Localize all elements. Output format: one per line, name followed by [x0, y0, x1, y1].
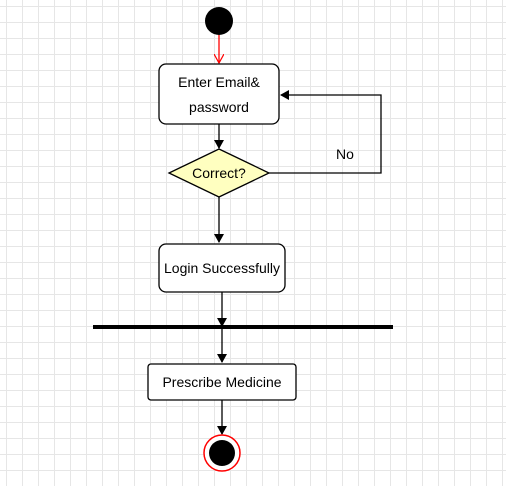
fork-join-bar[interactable]: [93, 325, 393, 329]
enter-credentials-node[interactable]: Enter Email& password: [158, 63, 280, 125]
prescribe-label: Prescribe Medicine: [162, 374, 281, 390]
decision-label: Correct?: [192, 165, 246, 181]
edge-no-loop: [269, 90, 382, 174]
correct-decision-node[interactable]: Correct?: [167, 148, 271, 198]
start-node[interactable]: [205, 7, 233, 35]
no-label: No: [336, 146, 354, 162]
prescribe-medicine-node[interactable]: Prescribe Medicine: [147, 363, 297, 401]
enter-credentials-label-line2: password: [189, 99, 249, 115]
login-successfully-node[interactable]: Login Successfully: [158, 243, 286, 293]
login-label: Login Successfully: [164, 260, 280, 276]
enter-credentials-label-line1: Enter Email&: [178, 74, 260, 90]
end-node[interactable]: [203, 434, 241, 472]
